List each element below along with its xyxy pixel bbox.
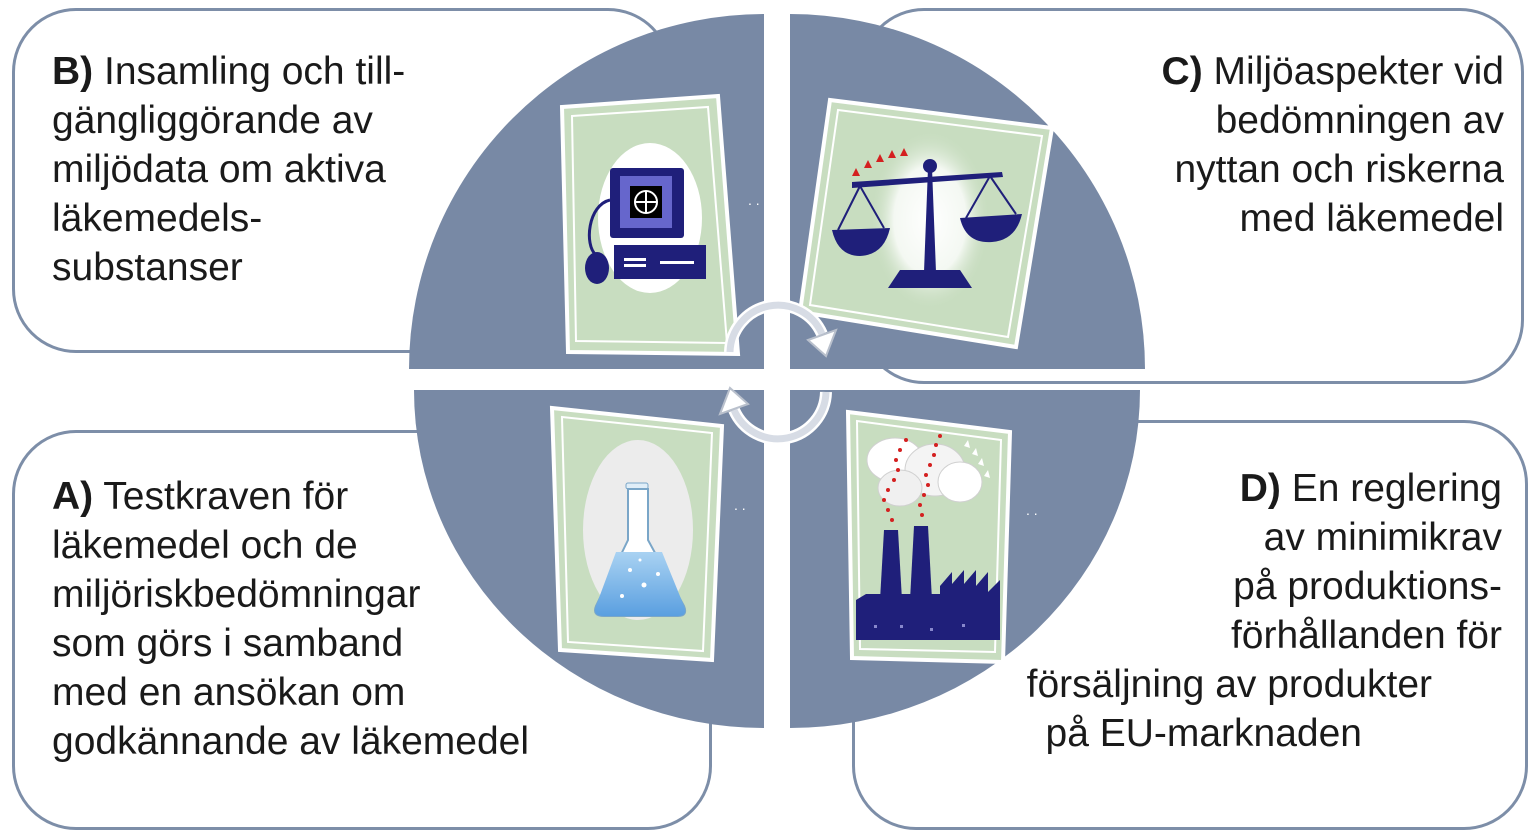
quadrant-line: miljödata om aktiva (52, 148, 386, 191)
erlenmeyer-flask-icon (549, 405, 725, 663)
quadrant-letter-c: C) (1161, 50, 1203, 93)
svg-text:. .: . . (1026, 502, 1038, 518)
quadrant-line: som görs i samband (52, 622, 404, 665)
balance-scale-icon (797, 97, 1055, 350)
quadrant-line: på produktions- (1233, 565, 1502, 608)
factory-smoke-icon (845, 409, 1013, 665)
quadrant-line: gängliggörande av (52, 99, 373, 142)
quadrant-line: med en ansökan om (52, 671, 406, 714)
quadrant-letter-a: A) (52, 475, 94, 518)
computer-globe-icon (559, 93, 741, 357)
quadrant-letter-d: D) (1239, 467, 1281, 510)
quadrant-text-a: A) Testkraven för läkemedel och de miljö… (52, 472, 529, 766)
quadrant-line: Miljöaspekter vid (1213, 50, 1504, 93)
quadrant-line: Testkraven för (103, 475, 349, 518)
quadrant-line: läkemedels- (52, 197, 263, 240)
quadrant-line: godkännande av läkemedel (52, 720, 530, 763)
quadrant-line: miljöriskbedömningar (52, 573, 421, 616)
cycle-arrows-icon (718, 299, 838, 445)
quadrant-line: på EU-marknaden (1045, 712, 1363, 755)
quadrant-line: försäljning av produkter (1026, 663, 1432, 706)
quadrant-line: med läkemedel (1239, 197, 1504, 240)
quadrant-line: substanser (52, 246, 243, 289)
quadrant-line: bedömningen av (1215, 99, 1504, 142)
svg-text:. .: . . (748, 192, 760, 208)
quadrant-line: av minimikrav (1263, 516, 1502, 559)
svg-text:. .: . . (734, 497, 746, 513)
quadrant-text-b: B) Insamling och till- gängliggörande av… (52, 47, 405, 292)
quadrant-letter-b: B) (52, 50, 94, 93)
quadrant-text-c: C) Miljöaspekter vid bedömningen av nytt… (1162, 47, 1504, 243)
quadrant-text-d: D) En reglering av minimikrav på produkt… (1027, 464, 1502, 758)
quadrant-line: En reglering (1291, 467, 1502, 510)
quadrant-line: nyttan och riskerna (1174, 148, 1504, 191)
quadrant-line: Insamling och till- (104, 50, 406, 93)
quadrant-line: läkemedel och de (52, 524, 358, 567)
quadrant-line: förhållanden för (1230, 614, 1502, 657)
